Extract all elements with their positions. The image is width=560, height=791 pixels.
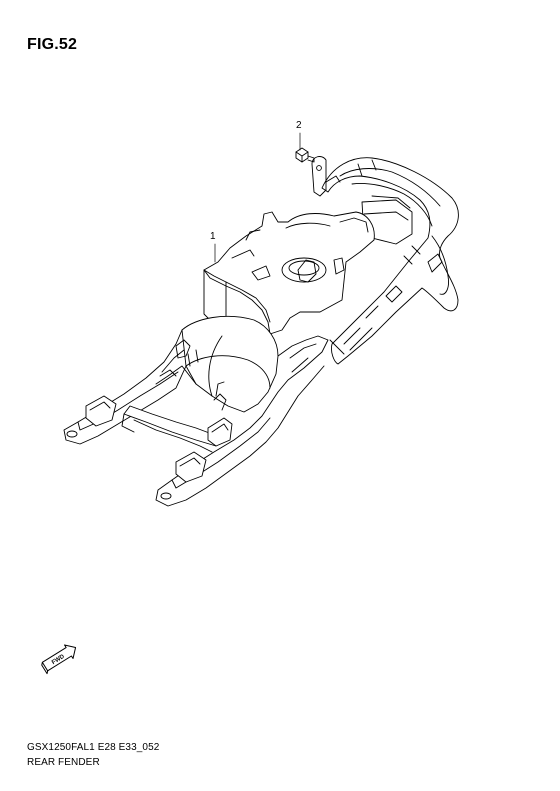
callout-part-2: 2 (296, 120, 302, 131)
mounting-bracket (311, 156, 341, 197)
figure-title: FIG.52 (27, 36, 78, 53)
leader-lines (214, 132, 301, 263)
diagram-name: REAR FENDER (27, 757, 100, 768)
frame-rails (63, 329, 329, 507)
callout-part-1: 1 (210, 231, 216, 242)
fwd-arrow-icon: FWD (41, 644, 77, 675)
front-curved-panel (181, 315, 279, 413)
bolt-part-2 (295, 147, 315, 163)
diagram-code: GSX1250FAL1 E28 E33_052 (27, 742, 160, 753)
